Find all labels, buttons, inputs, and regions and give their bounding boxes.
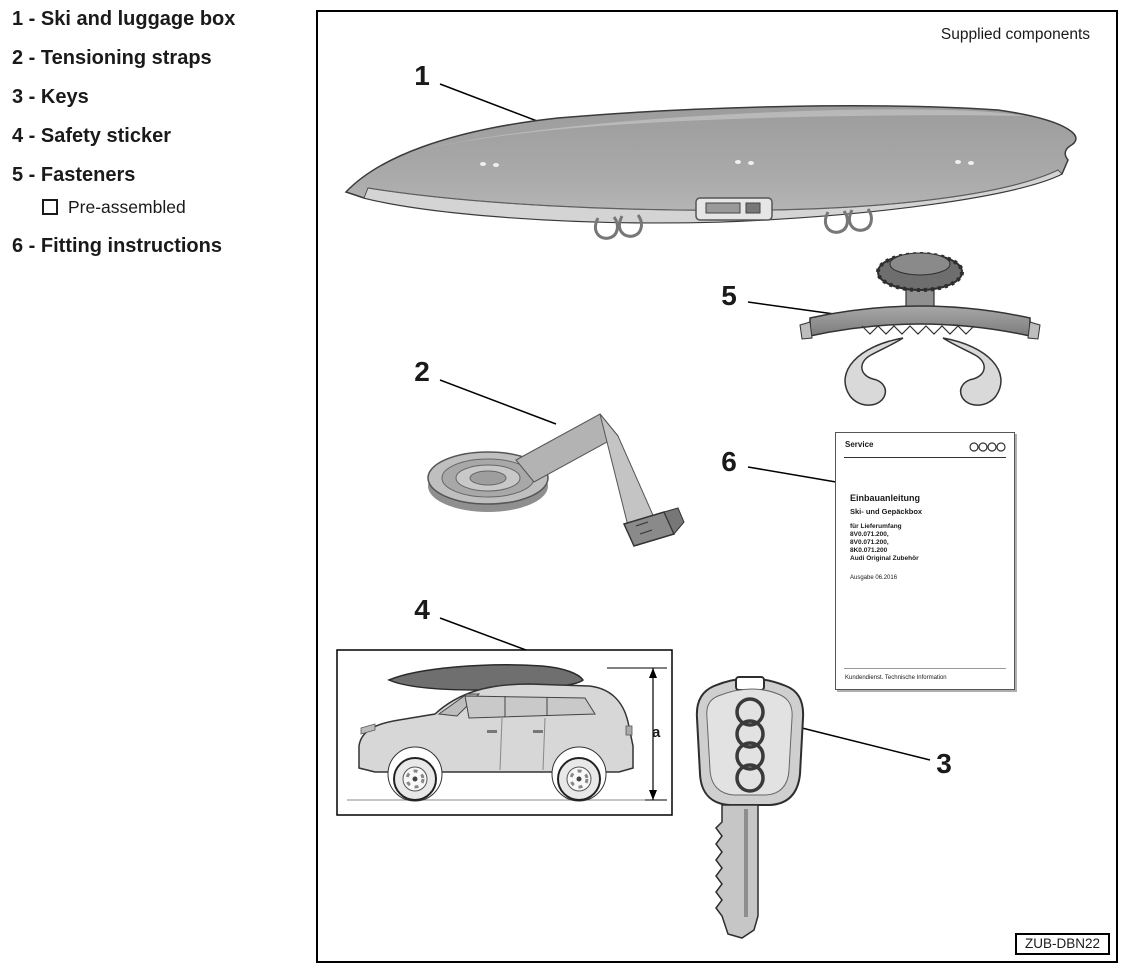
legend-item-1: 1 - Ski and luggage box bbox=[12, 8, 236, 30]
legend-item-6: 6 - Fitting instructions bbox=[12, 235, 222, 257]
legend: 1 - Ski and luggage box 2 - Tensioning s… bbox=[12, 8, 312, 274]
callout-3: 3 bbox=[936, 748, 952, 779]
dimension-arrow bbox=[607, 667, 667, 801]
legend-sub-label: Pre-assembled bbox=[68, 197, 186, 217]
callout-2: 2 bbox=[414, 356, 430, 387]
booklet-footer-divider bbox=[844, 668, 1006, 669]
booklet-divider bbox=[844, 457, 1006, 458]
diagram-artwork bbox=[336, 83, 1077, 939]
booklet-edition: Ausgabe 06.2016 bbox=[850, 575, 898, 581]
roof-box-illustration bbox=[344, 105, 1077, 240]
booklet-line: Audi Original Zubehör bbox=[850, 555, 919, 562]
booklet-line: für Lieferumfang bbox=[850, 523, 902, 530]
booklet-line: 8V0.071.200, bbox=[850, 531, 889, 538]
callout-5: 5 bbox=[721, 280, 737, 311]
figure-code: ZUB-DBN22 bbox=[1014, 933, 1110, 955]
booklet-line: 8K0.071.200 bbox=[850, 547, 888, 554]
roof-box-hooks bbox=[594, 208, 873, 240]
audi-rings-icon bbox=[735, 697, 765, 793]
roof-box-lock bbox=[695, 197, 773, 221]
dimension-label: a bbox=[652, 724, 661, 741]
booklet-title: Einbauanleitung bbox=[850, 493, 921, 503]
key-illustration bbox=[695, 676, 805, 939]
callout-1: 1 bbox=[414, 60, 430, 91]
strap-illustration bbox=[427, 413, 685, 547]
booklet-line: 8V0.071.200, bbox=[850, 539, 889, 546]
booklet-subtitle: Ski- und Gepäckbox bbox=[850, 507, 923, 516]
callout-4: 4 bbox=[414, 594, 430, 625]
car-illustration bbox=[336, 649, 673, 816]
legend-item-4: 4 - Safety sticker bbox=[12, 125, 171, 147]
fastener-illustration bbox=[799, 252, 1041, 406]
booklet-header: Service bbox=[845, 440, 874, 449]
audi-rings-icon bbox=[969, 442, 1006, 452]
callout-6: 6 bbox=[721, 446, 737, 477]
legend-sub-item: Pre-assembled bbox=[42, 197, 312, 217]
diagram-panel: Service Einbauanleitung Ski- und Gepäckb… bbox=[316, 10, 1118, 963]
legend-item-3: 3 - Keys bbox=[12, 86, 89, 108]
checkbox-icon bbox=[42, 199, 58, 215]
fitting-instructions-booklet: Service Einbauanleitung Ski- und Gepäckb… bbox=[835, 432, 1015, 690]
panel-title: Supplied components bbox=[940, 26, 1090, 43]
legend-item-5: 5 - Fasteners bbox=[12, 164, 136, 186]
legend-item-2: 2 - Tensioning straps bbox=[12, 47, 212, 69]
booklet-footer: Kundendienst. Technische Information bbox=[845, 675, 947, 681]
